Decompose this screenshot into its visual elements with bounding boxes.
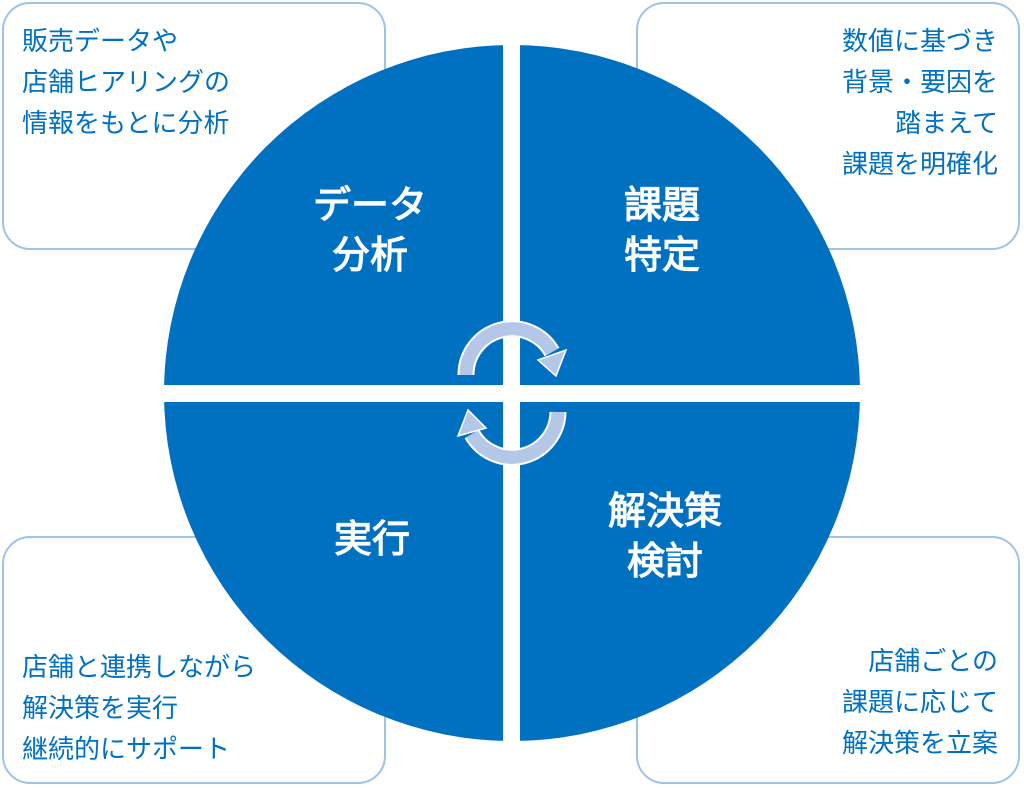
- arrow-bottom-icon: [456, 408, 567, 466]
- quadrant-issue-identification: 課題 特定: [623, 183, 700, 277]
- quadrant-execution: 実行: [333, 517, 410, 561]
- box-text-top-left: 販売データや 店舗ヒアリングの 情報をもとに分析: [22, 27, 231, 139]
- arrow-top-icon: [457, 320, 568, 378]
- box-text-bottom-right: 店舗ごとの 課題に応じて 解決策を立案: [841, 647, 998, 759]
- box-text-top-right: 数値に基づき 背景・要因を 踏まえて 課題を明確化: [841, 27, 998, 180]
- quadrant-solution-planning: 解決策 検討: [607, 489, 722, 583]
- horizontal-divider: [155, 385, 869, 402]
- quadrant-data-analysis: データ 分析: [312, 183, 427, 277]
- cycle-arrows-icon: [456, 320, 568, 466]
- box-text-bottom-left: 店舗と連携しながら 解決策を実行 継続的にサポート: [22, 653, 257, 765]
